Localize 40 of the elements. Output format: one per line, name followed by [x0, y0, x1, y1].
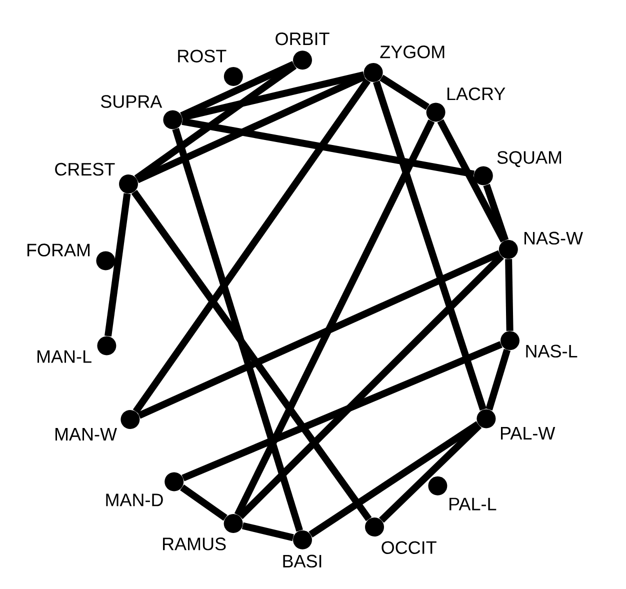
connector-line	[380, 74, 430, 110]
node-label: SUPRA	[100, 95, 162, 108]
node-label: ZYGOM	[380, 46, 444, 58]
node-label: ORBIT	[276, 32, 330, 46]
connector-line	[238, 254, 504, 520]
node-label: SQUAM	[497, 151, 562, 168]
node-label: PAL-L	[450, 498, 496, 510]
node-label: NAS-W	[524, 232, 583, 245]
node-label: MAN-L	[38, 350, 92, 363]
node-label: OCCIT	[382, 541, 436, 554]
connector-line	[379, 422, 482, 523]
connector-line	[308, 421, 480, 538]
connector-line	[372, 80, 487, 411]
connector-line	[181, 71, 365, 121]
node-label: BASI	[283, 554, 322, 568]
connector-line	[242, 522, 294, 542]
connector-line	[182, 341, 502, 482]
node-label: RAMUS	[163, 538, 226, 550]
node-label: CREST	[55, 162, 115, 176]
connector-line	[172, 128, 303, 532]
connector-line	[505, 259, 514, 331]
node-label: MAN-W	[55, 428, 117, 440]
connector-line	[486, 348, 511, 410]
connector-line	[104, 193, 131, 337]
connector-line	[136, 73, 366, 184]
connector-line	[138, 250, 501, 419]
connector-line	[182, 118, 474, 178]
connector-line	[132, 78, 371, 414]
node-label: MAN-D	[106, 494, 163, 506]
node-label: NAS-L	[526, 344, 578, 358]
connector-line	[131, 190, 372, 522]
connector-line	[134, 62, 297, 182]
node-label: PAL-W	[500, 427, 556, 440]
connector-line	[234, 119, 435, 516]
connector-line	[437, 119, 507, 242]
node-label: LACRY	[447, 87, 506, 100]
node-label: ROST	[178, 50, 226, 62]
connector-line	[180, 484, 228, 521]
connector-line	[483, 184, 509, 242]
node-label: FORAM	[27, 244, 90, 256]
